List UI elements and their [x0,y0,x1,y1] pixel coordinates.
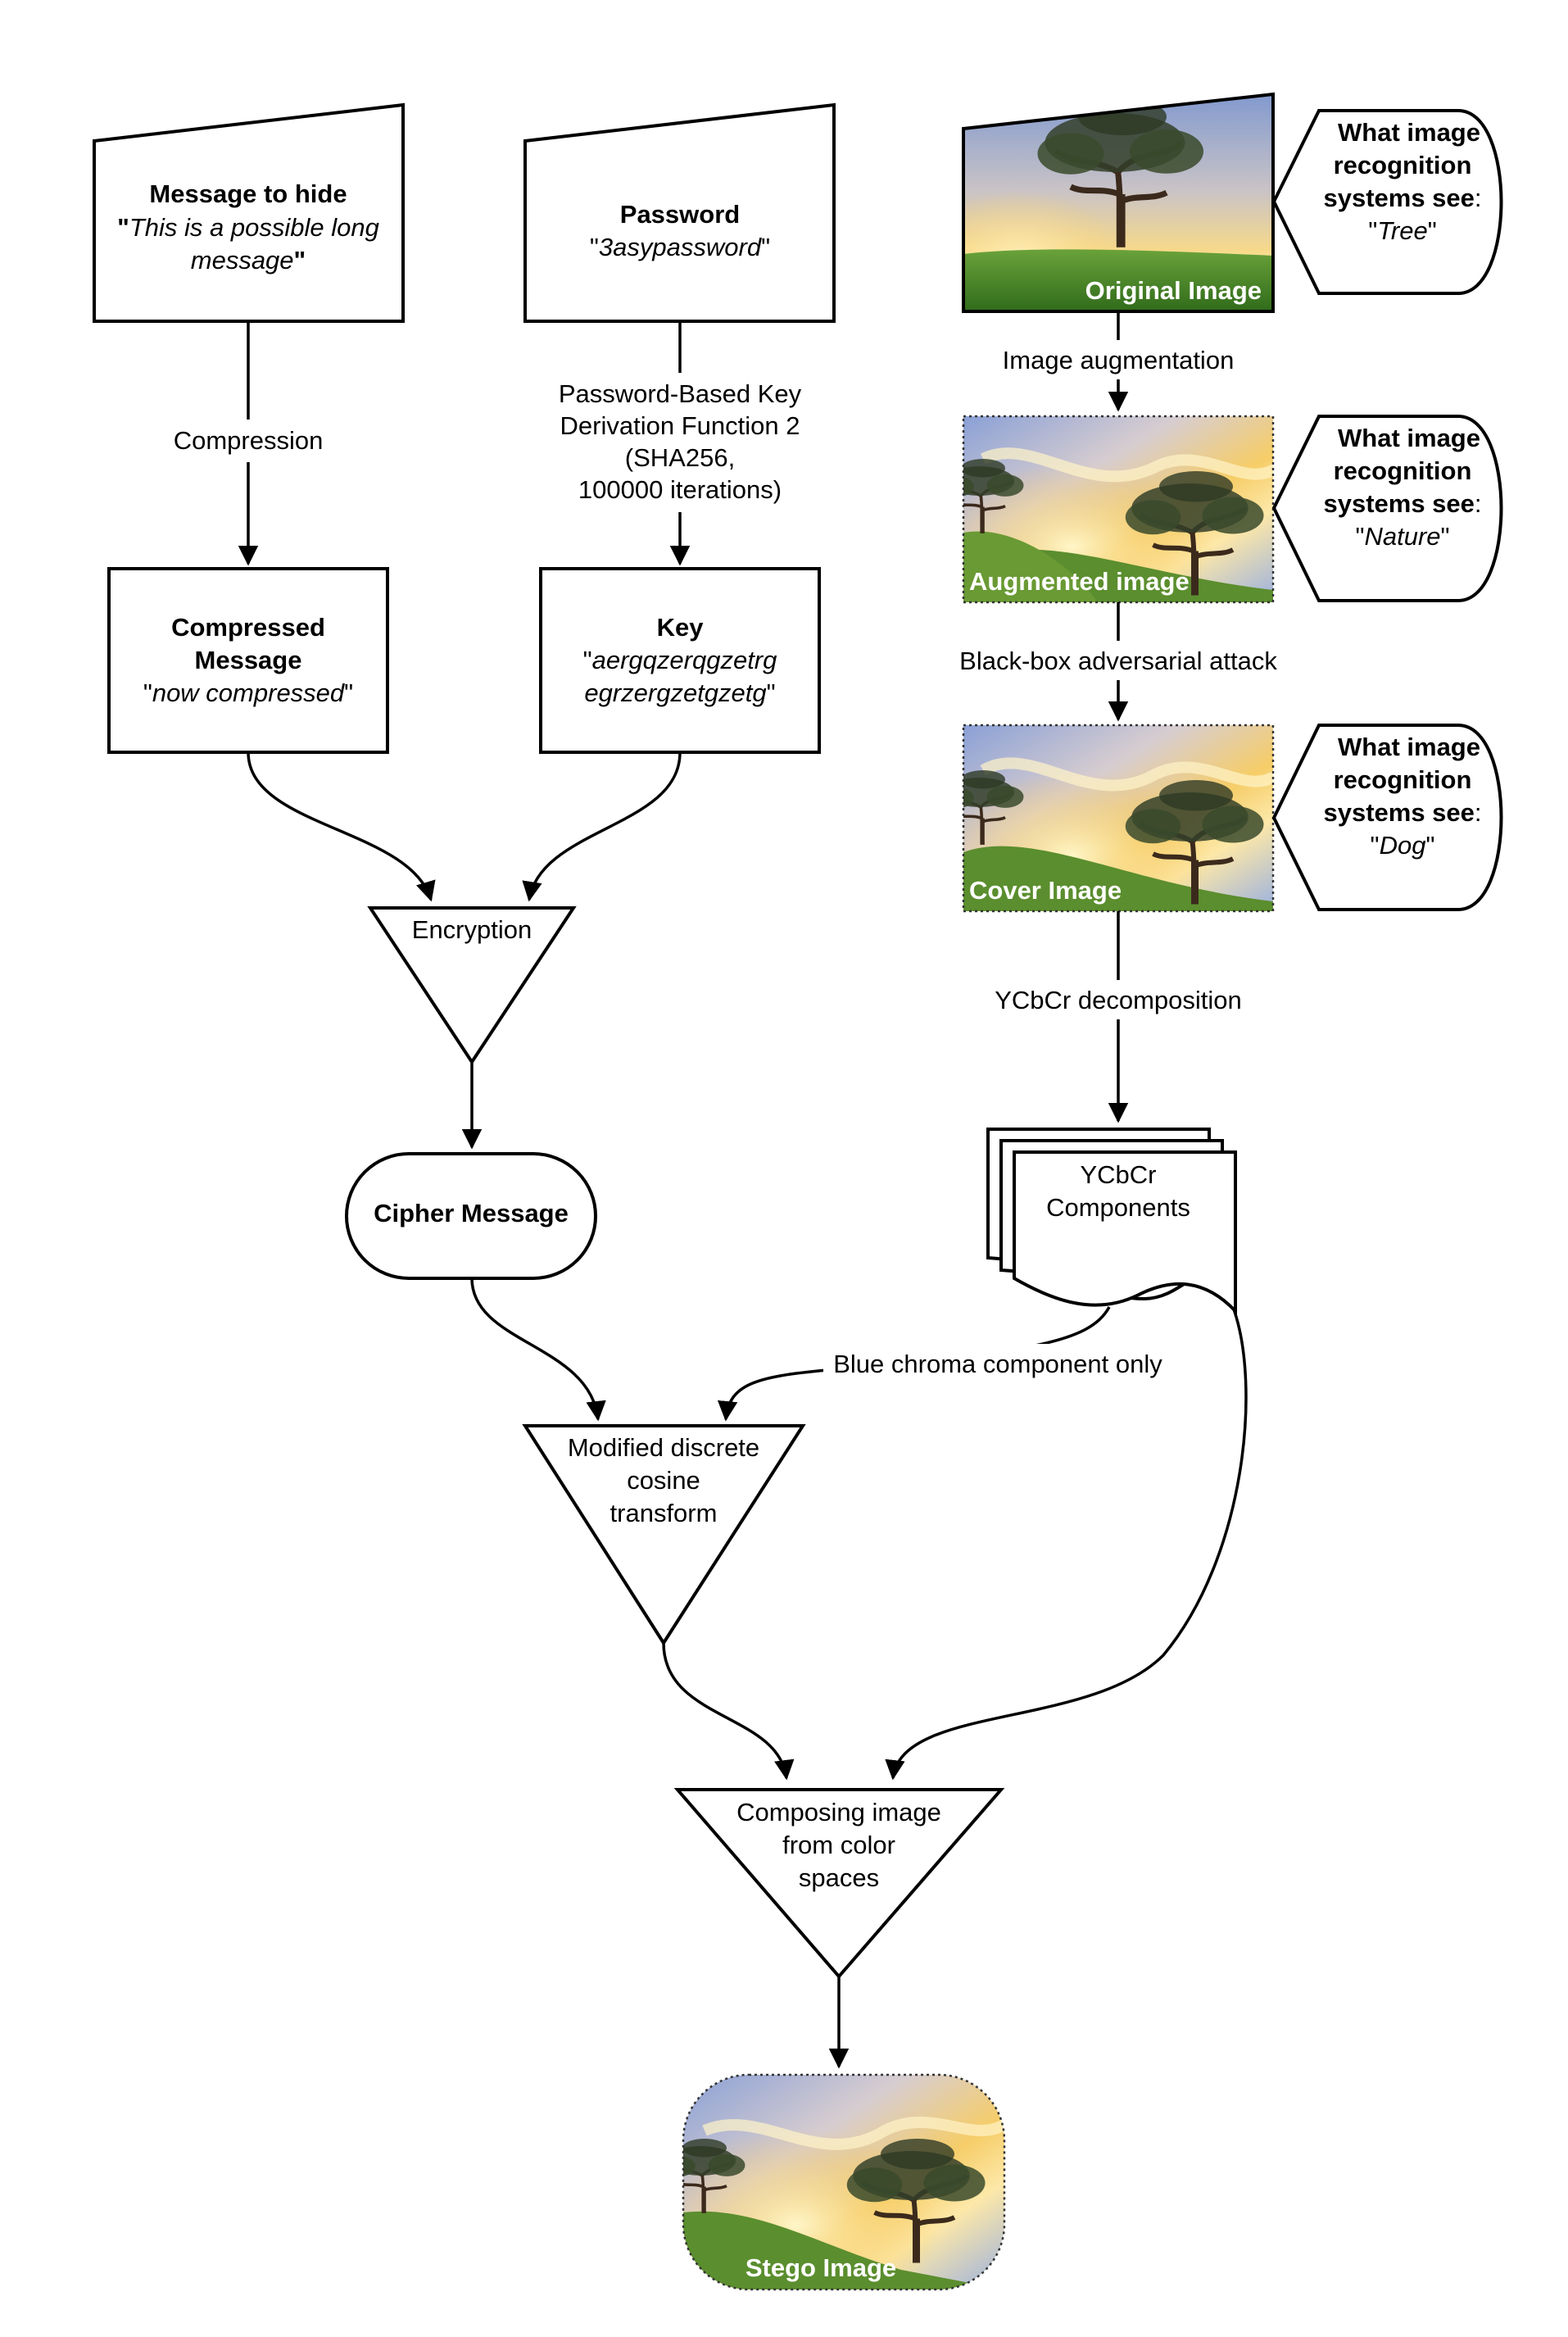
callout-nature-value: Nature [1364,522,1440,551]
password-node: Password "3asypassword" [523,102,836,323]
composing-label-1: Composing image [736,1798,941,1826]
message-to-hide-text-2: message [191,246,294,275]
recognition-callout-tree: What image recognition systems see: "Tre… [1271,109,1503,295]
svg-text:egrzergzetgzetg": egrzergzetgzetg" [584,678,775,707]
password-value: 3asypassword [599,233,763,261]
original-image-node: Original Image [962,92,1275,313]
cover-image-label: Cover Image [969,876,1122,905]
blue-chroma-label: Blue chroma component only [833,1350,1162,1378]
message-to-hide-title: Message to hide [149,179,347,208]
compressed-message-title-2: Message [195,646,302,674]
recognition-callout-dog: What image recognition systems see: "Dog… [1271,724,1503,911]
mdct-to-composing-edge [662,1642,795,1781]
ycbcr-components-label-1: YCbCr [1080,1160,1156,1189]
svg-text:"Dog": "Dog" [1371,831,1435,860]
callout-nature-line1: What image [1338,424,1480,452]
callout-tree-line2: recognition [1334,151,1472,179]
stego-image-node: Stego Image [682,2073,1006,2291]
callout-dog-line2: recognition [1334,765,1472,794]
compressed-message-value: now compressed [152,678,346,707]
compressed-message-node: Compressed Message "now compressed" [107,567,389,754]
callout-dog-line1: What image [1338,733,1480,761]
pbkdf2-label-1: Password-Based Key [559,379,802,408]
augmented-image-picture [963,416,1273,602]
key-title: Key [657,613,705,642]
callout-dog-line3: systems see [1323,798,1474,827]
composing-label-2: from color [782,1831,895,1859]
callout-nature-line3: systems see [1323,489,1474,518]
callout-tree-line3: systems see [1323,184,1474,212]
ycbcr-to-composing-edge [885,1306,1248,1781]
key-value-2: egrzergzetgzetg [584,678,766,707]
svg-text:systems see:: systems see: [1323,184,1481,212]
key-node: Key "aergqzerqgzetrg egrzergzetgzetg" [539,567,821,754]
svg-text:"Tree": "Tree" [1368,216,1436,245]
callout-tree-value: Tree [1377,216,1427,245]
svg-text:systems see:: systems see: [1323,489,1481,518]
compressed-message-title-1: Compressed [171,613,325,642]
adversarial-attack-label: Black-box adversarial attack [959,647,1277,675]
callout-dog-value: Dog [1380,831,1426,860]
callout-tree-line1: What image [1338,118,1480,147]
svg-text:"now compressed": "now compressed" [143,678,353,707]
key-to-encryption-edge [522,751,682,902]
mdct-node: Modified discrete cosine transform [522,1424,806,1646]
cipher-message-label: Cipher Message [374,1199,569,1227]
key-value-1: aergqzerqgzetrg [592,646,777,674]
svg-text:systems see:: systems see: [1323,798,1481,827]
compression-label: Compression [174,426,324,455]
svg-text:"Nature": "Nature" [1355,522,1449,551]
ycbcr-decomposition-label: YCbCr decomposition [995,986,1242,1014]
stego-image-picture [683,2075,1004,2289]
pbkdf2-label-4: 100000 iterations) [578,475,782,504]
original-image-label: Original Image [1085,276,1262,305]
ycbcr-components-label-2: Components [1046,1193,1190,1222]
cipher-to-mdct-edge [470,1277,606,1422]
composing-node: Composing image from color spaces [673,1788,1005,1980]
augmented-image-node: Augmented image [962,415,1275,604]
message-to-hide-node: Message to hide "This is a possible long… [93,102,405,323]
cover-image-picture [963,725,1273,911]
cipher-message-node: Cipher Message [345,1152,597,1280]
pbkdf2-label-2: Derivation Function 2 [560,411,800,440]
encryption-label: Encryption [412,915,532,944]
svg-text:"3asypassword": "3asypassword" [590,233,770,261]
compressed-to-encryption-edge [247,751,436,902]
encryption-node: Encryption [367,906,577,1065]
augmentation-label: Image augmentation [1003,346,1235,374]
augmented-image-label: Augmented image [969,567,1190,596]
original-image-picture [963,94,1273,311]
mdct-label-1: Modified discrete [568,1433,759,1462]
svg-text:"aergqzerqgzetrg: "aergqzerqgzetrg [583,646,777,674]
mdct-label-2: cosine [627,1466,700,1495]
recognition-callout-nature: What image recognition systems see: "Nat… [1271,415,1503,602]
composing-label-3: spaces [799,1863,879,1892]
mdct-label-3: transform [610,1499,718,1527]
callout-nature-line2: recognition [1334,456,1472,485]
pbkdf2-label-3: (SHA256, [625,443,735,472]
cover-image-node: Cover Image [962,724,1275,913]
password-title: Password [620,200,740,229]
message-to-hide-text-1: This is a possible long [129,213,379,242]
svg-text:"This is a possible long: "This is a possible long [117,213,379,242]
svg-text:message": message" [191,246,306,275]
ycbcr-components-node: YCbCr Components [986,1128,1237,1316]
stego-image-label: Stego Image [745,2253,896,2282]
